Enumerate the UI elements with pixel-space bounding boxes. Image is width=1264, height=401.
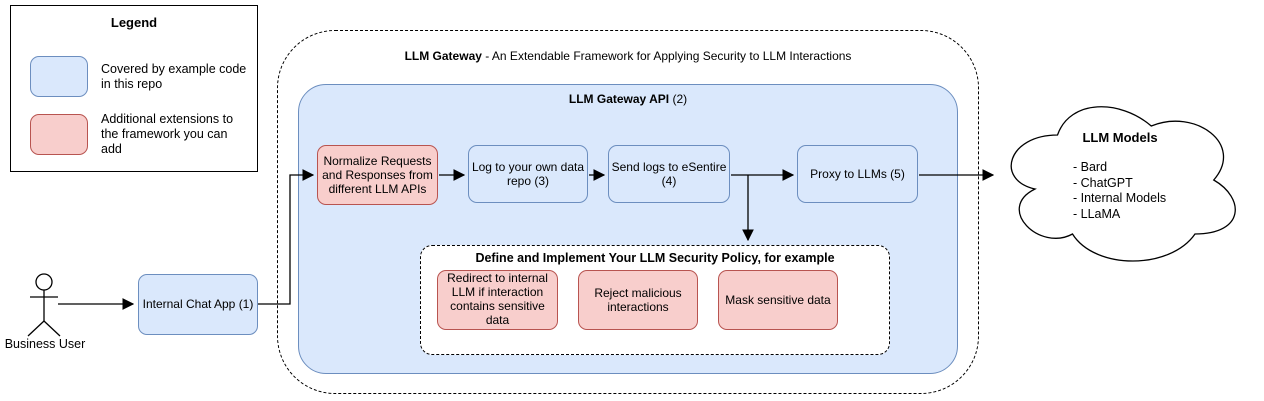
extension-swatch-icon: [30, 114, 88, 155]
security-policy-title: Define and Implement Your LLM Security P…: [475, 251, 835, 265]
legend-item-extension: Additional extensions to the framework y…: [30, 112, 250, 156]
node-internal-chat-app: Internal Chat App (1): [138, 274, 258, 335]
business-user-label: Business User: [4, 337, 86, 351]
node-policy-redirect: Redirect to internal LLM if interaction …: [437, 270, 558, 330]
llm-gateway-title: LLM Gateway - An Extendable Framework fo…: [277, 49, 979, 63]
node-proxy-to-llms: Proxy to LLMs (5): [797, 145, 918, 203]
legend-title: Legend: [110, 15, 158, 30]
cloud-model-item: - ChatGPT: [1073, 175, 1133, 190]
llm-gateway-api-title: LLM Gateway API (2): [298, 92, 958, 106]
llm-models-list: - Bard - ChatGPT - Internal Models - LLa…: [1073, 160, 1233, 222]
legend-item-label: Covered by example code in this repo: [101, 61, 247, 91]
node-policy-mask: Mask sensitive data: [718, 270, 838, 330]
node-send-logs-esentire: Send logs to eSentire (4): [608, 145, 730, 203]
covered-swatch-icon: [30, 56, 88, 97]
legend-item-label: Additional extensions to the framework y…: [101, 112, 234, 156]
llm-models-title: LLM Models: [1082, 130, 1158, 145]
cloud-model-item: - Bard: [1073, 160, 1108, 174]
llm-gateway-api-title-rest: (2): [669, 92, 688, 106]
cloud-model-item: - Internal Models: [1073, 191, 1167, 205]
node-log-to-own-repo: Log to your own data repo (3): [468, 145, 588, 203]
legend-item-covered: Covered by example code in this repo: [30, 56, 250, 97]
cloud-model-item: - LLaMA: [1073, 206, 1121, 221]
llm-gateway-title-bold: LLM Gateway: [404, 49, 482, 63]
node-normalize-requests: Normalize Requests and Responses from di…: [317, 145, 438, 205]
llm-gateway-title-rest: - An Extendable Framework for Applying S…: [481, 49, 852, 63]
legend: Legend Covered by example code in this r…: [10, 5, 258, 172]
node-policy-reject: Reject malicious interactions: [578, 270, 698, 330]
llm-gateway-api-title-bold: LLM Gateway API: [568, 92, 670, 106]
business-user-icon: [27, 273, 61, 337]
